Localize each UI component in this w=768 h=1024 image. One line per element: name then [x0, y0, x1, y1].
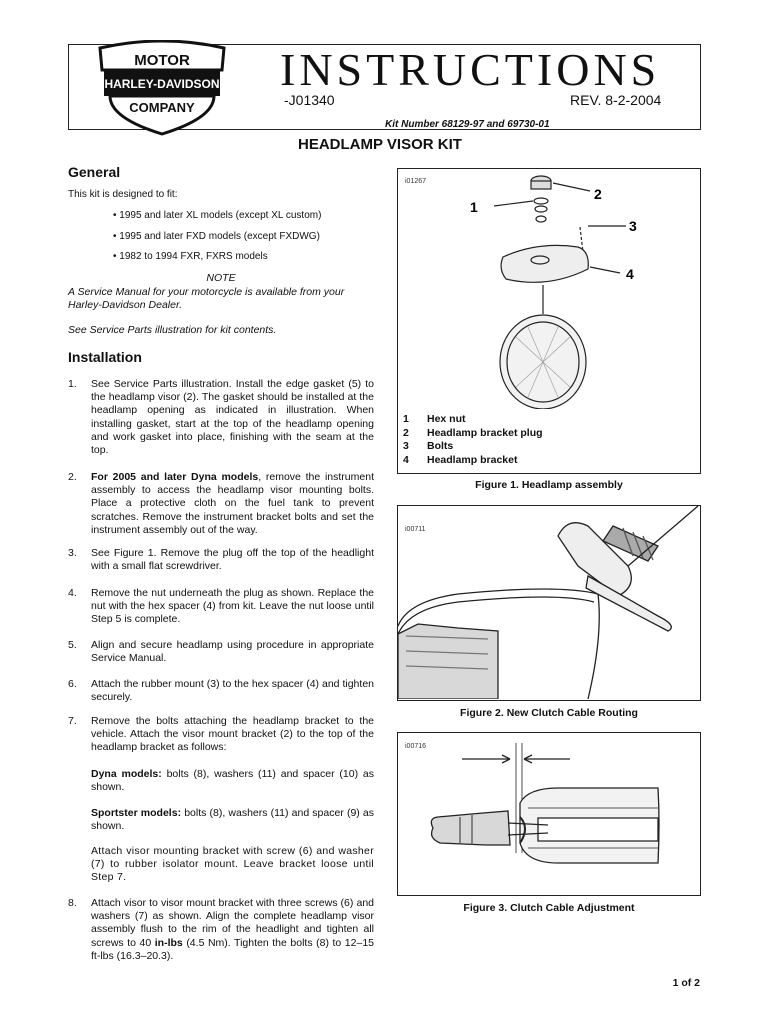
step-number: 2. — [68, 471, 77, 483]
attach-instruction: Attach visor mounting bracket with screw… — [91, 845, 374, 884]
step-bold: in-lbs — [154, 936, 183, 949]
figure-id: i01267 — [405, 178, 427, 185]
step-text: See Service Parts illustration. Install … — [91, 378, 374, 457]
logo-text-motor: MOTOR — [134, 52, 190, 69]
callout-3: 3 — [629, 218, 637, 234]
kit-number: Kit Number 68129-97 and 69730-01 — [385, 119, 550, 130]
step-number: 8. — [68, 897, 77, 909]
step-number: 4. — [68, 587, 77, 599]
step-text: See Figure 1. Remove the plug off the to… — [91, 547, 374, 573]
figure-3-frame: i00716 — [397, 732, 701, 896]
fit-bullet: • 1995 and later XL models (except XL cu… — [113, 210, 322, 221]
step-body-end: (4.5 Nm). Tighten the bolts (8) to 12–15… — [91, 936, 375, 962]
step-7: 7. Remove the bolts attaching the headla… — [68, 715, 374, 755]
document-number: -J01340 — [284, 92, 335, 108]
page-number: 1 of 2 — [672, 977, 700, 989]
revision-date: REV. 8-2-2004 — [570, 92, 662, 108]
document-title: INSTRUCTIONS — [280, 44, 661, 95]
note-text: A Service Manual for your motorcycle is … — [68, 286, 345, 311]
step-text: Remove the bolts attaching the headlamp … — [91, 715, 374, 754]
headlamp-assembly-illustration: 1 2 3 4 — [470, 175, 637, 409]
figure-2-frame: i00711 — [397, 505, 701, 701]
figure-2-caption: Figure 2. New Clutch Cable Routing — [460, 707, 638, 719]
dyna-label: Dyna models: — [91, 768, 162, 780]
step-number: 7. — [68, 715, 77, 727]
general-intro: This kit is designed to fit: — [68, 189, 178, 200]
step-2: 2. For 2005 and later Dyna models, remov… — [68, 471, 374, 537]
step-body: Attach visor to visor mount bracket with… — [91, 897, 374, 949]
step-3: 3. See Figure 1. Remove the plug off the… — [68, 547, 374, 573]
step-8: 8. Attach visor to visor mount bracket w… — [68, 897, 374, 963]
callout-2: 2 — [594, 186, 602, 202]
fit-bullet: • 1982 to 1994 FXR, FXRS models — [113, 251, 268, 262]
sportster-instruction: Sportster models: bolts (8), washers (11… — [91, 807, 374, 833]
figure-1-frame: i01267 1 2 3 4 — [397, 168, 701, 474]
callout-1: 1 — [470, 199, 478, 215]
general-heading: General — [68, 164, 121, 180]
dyna-text: bolts (8), washers (11) and spacer (10) … — [91, 768, 374, 794]
step-text: Align and secure headlamp using procedur… — [91, 639, 374, 665]
page-title: HEADLAMP VISOR KIT — [298, 136, 462, 153]
step-6: 6. Attach the rubber mount (3) to the he… — [68, 678, 374, 704]
callout-4: 4 — [626, 266, 634, 282]
see-parts-text: See Service Parts illustration for kit c… — [68, 324, 277, 336]
figure-id: i00716 — [405, 743, 427, 750]
installation-heading: Installation — [68, 349, 142, 365]
clutch-cable-adjustment-illustration — [430, 743, 660, 864]
figure-id: i00711 — [405, 526, 426, 533]
sportster-text: bolts (8), washers (11) and spacer (9) a… — [91, 807, 375, 833]
header-frame — [68, 44, 701, 130]
step-text: Attach visor to visor mount bracket with… — [91, 897, 374, 963]
step-4: 4. Remove the nut underneath the plug as… — [68, 587, 374, 627]
figure-1-caption: Figure 1. Headlamp assembly — [475, 479, 623, 491]
logo-text-company: COMPANY — [129, 100, 195, 115]
step-number: 1. — [68, 378, 77, 390]
step-1: 1. See Service Parts illustration. Insta… — [68, 378, 374, 457]
step-text: Remove the nut underneath the plug as sh… — [91, 587, 374, 626]
step-number: 5. — [68, 639, 77, 651]
figure-3-caption: Figure 3. Clutch Cable Adjustment — [463, 902, 635, 914]
harley-davidson-logo: MOTOR HARLEY-DAVIDSON COMPANY — [98, 40, 226, 136]
step-body: , remove the instrument assembly to acce… — [91, 471, 374, 536]
note-label: NOTE — [206, 272, 236, 284]
step-number: 3. — [68, 547, 77, 559]
logo-text-brand: HARLEY-DAVIDSON — [104, 77, 219, 91]
step-text: For 2005 and later Dyna models, remove t… — [91, 471, 374, 537]
step-number: 6. — [68, 678, 77, 690]
clutch-cable-routing-illustration — [398, 506, 699, 699]
fit-bullet: • 1995 and later FXD models (except FXDW… — [113, 231, 320, 242]
dyna-instruction: Dyna models: bolts (8), washers (11) and… — [91, 768, 374, 794]
step-bold: For 2005 and later Dyna models — [91, 471, 259, 483]
step-text: Attach the rubber mount (3) to the hex s… — [91, 678, 374, 704]
step-5: 5. Align and secure headlamp using proce… — [68, 639, 374, 665]
sportster-label: Sportster models: — [91, 807, 182, 819]
